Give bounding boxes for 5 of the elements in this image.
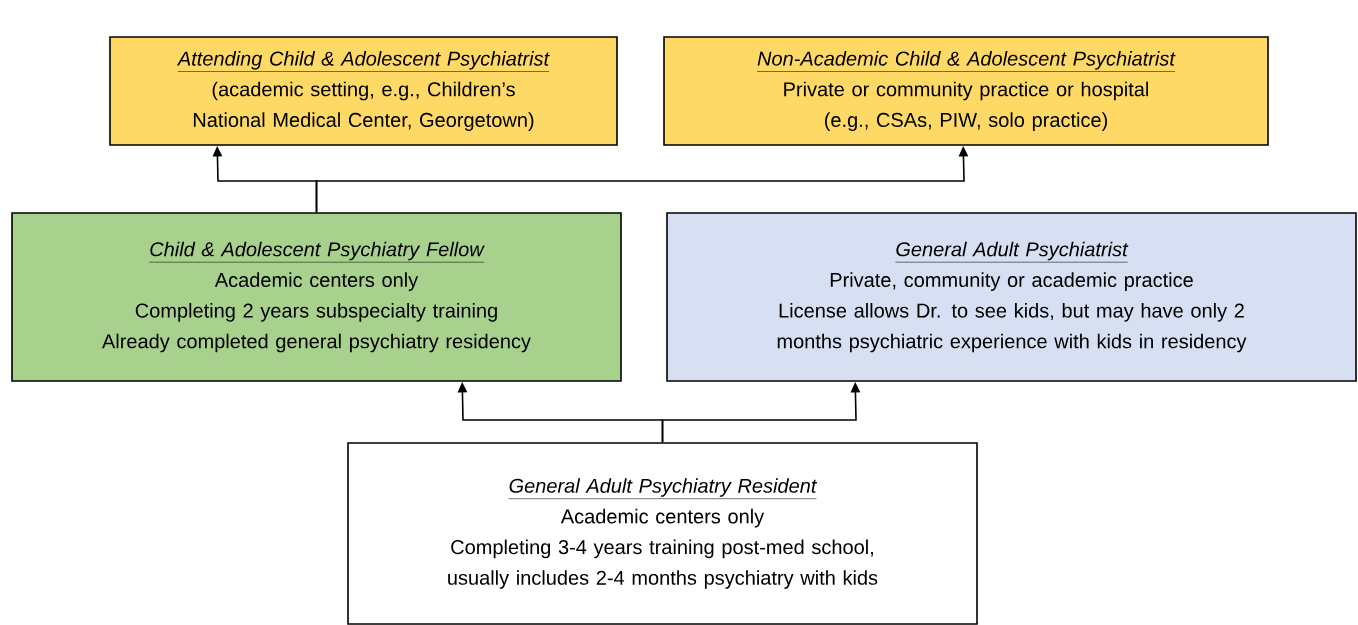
role-box: Attending Child & Adolescent Psychiatrist (academic setting, e.g., Children’s National Medical Center, Georgetown) xyxy=(109,36,618,146)
role-box: Child & Adolescent Psychiatry Fellow Academic centers only Completing 2 years subspecialty training Already completed general psychiatry residency xyxy=(11,212,622,382)
role-box: General Adult Psychiatrist Private, community or academic practice License allows Dr. to see kids, but may have only 2 months psychiatric experience with kids in residency xyxy=(666,212,1357,382)
role-box: Non-Academic Child & Adolescent Psychiatrist Private or community practice or hospital (e.g., CSAs, PIW, solo practice) xyxy=(663,36,1269,146)
role-box: General Adult Psychiatry Resident Academic centers only Completing 3-4 years training post-med school, usually includes 2-4 months psychiatry with kids xyxy=(347,442,978,625)
